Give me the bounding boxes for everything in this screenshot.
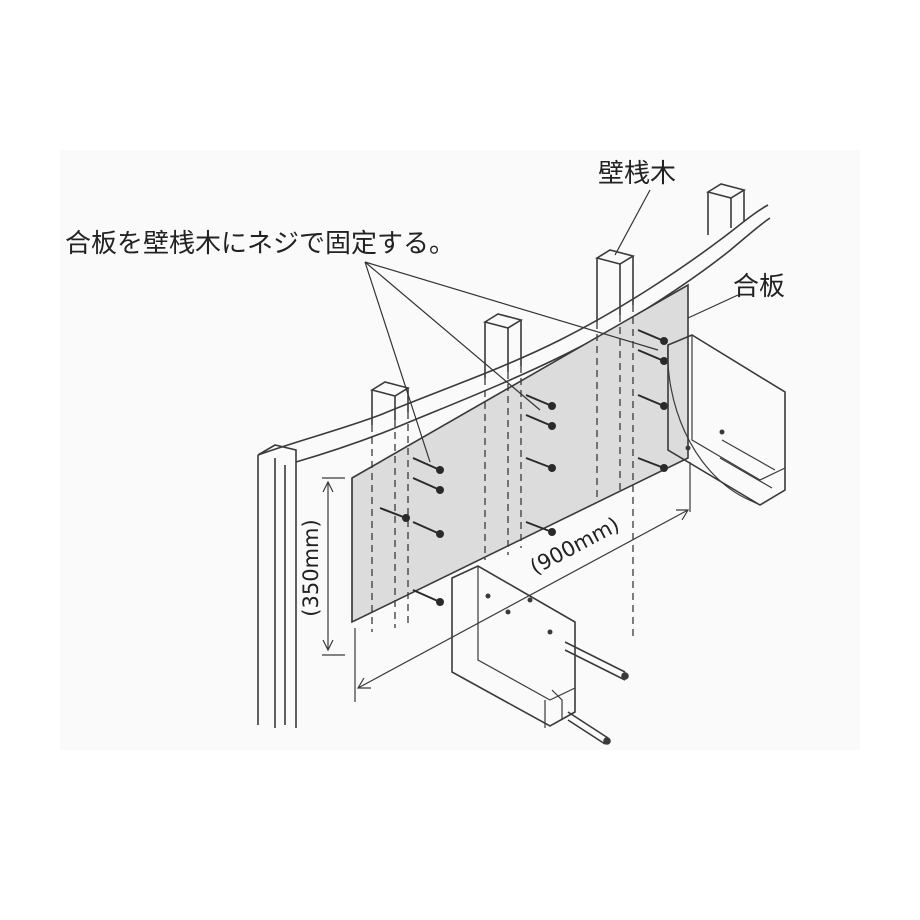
stud-1 xyxy=(369,381,411,425)
height-dimension xyxy=(322,477,345,656)
plywood-label: 合板 xyxy=(733,272,785,302)
hidden-stud-lines xyxy=(371,305,634,638)
corner-post xyxy=(257,444,297,728)
stud-3 xyxy=(594,249,636,322)
stud-leader xyxy=(614,189,651,256)
bracket-upper xyxy=(667,334,786,506)
instruction-label: 合板を壁桟木にネジで固定する。 xyxy=(65,229,455,259)
width-dimension xyxy=(354,462,691,702)
bracket-lower xyxy=(451,565,576,728)
height-dimension-label: (350mm) xyxy=(299,519,323,616)
stud-2 xyxy=(482,313,524,378)
screws xyxy=(379,329,668,606)
bolts xyxy=(564,641,629,745)
stud-label: 壁桟木 xyxy=(598,159,676,189)
wall-outline xyxy=(257,204,771,463)
stud-4 xyxy=(705,183,747,235)
plywood-panel xyxy=(351,283,689,624)
instruction-leaders xyxy=(364,261,659,463)
plywood-leader xyxy=(687,294,739,319)
